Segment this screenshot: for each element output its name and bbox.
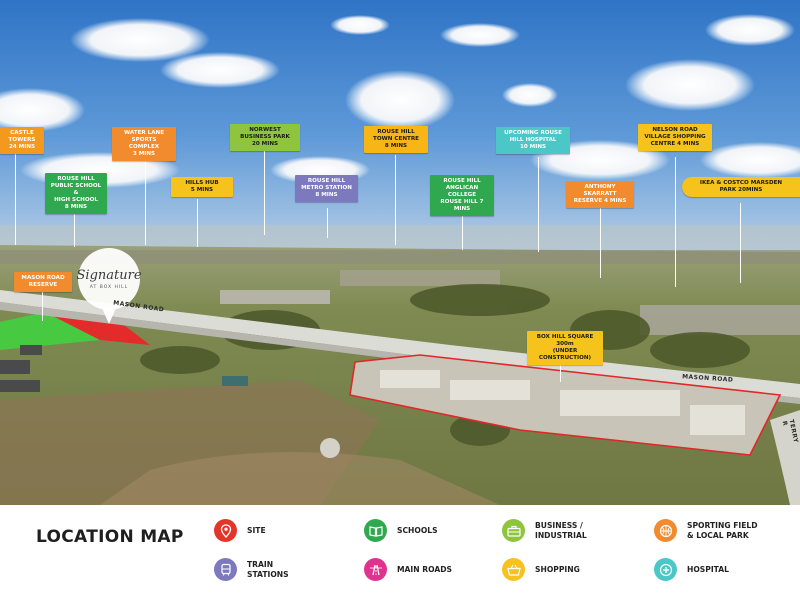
map-pin-icon: [214, 519, 237, 542]
legend-title: LOCATION MAP: [36, 527, 184, 547]
clouds: [0, 14, 800, 188]
callout-box-hill-square: BOX HILL SQUARE 300m(UNDER CONSTRUCTION): [527, 331, 603, 365]
basket-icon: [502, 558, 525, 581]
legend-item-hospital: HOSPITAL: [654, 558, 729, 581]
legend-label-schools: SCHOOLS: [397, 525, 438, 535]
legend-item-shopping: SHOPPING: [502, 558, 580, 581]
leader-line: [740, 203, 741, 283]
legend-label-sporting: SPORTING FIELD& LOCAL PARK: [687, 521, 758, 540]
hospital-icon: [654, 558, 677, 581]
signature-logo: Signature AT BOX HILL: [76, 248, 142, 324]
leader-line: [538, 157, 539, 252]
leader-line: [675, 157, 676, 287]
leader-line: [197, 199, 198, 247]
leader-line: [15, 150, 16, 245]
legend-item-schools: SCHOOLS: [364, 519, 438, 542]
ball-icon: [654, 519, 677, 542]
road-icon: [364, 558, 387, 581]
legend-label-business: BUSINESS /INDUSTRIAL: [535, 521, 587, 540]
logo-script: Signature: [76, 268, 142, 283]
legend-item-roads: MAIN ROADS: [364, 558, 452, 581]
legend-item-business: BUSINESS /INDUSTRIAL: [502, 519, 587, 542]
leader-line: [264, 150, 265, 235]
leader-line: [600, 208, 601, 278]
legend-label-roads: MAIN ROADS: [397, 564, 453, 574]
aerial-landscape: [0, 0, 800, 505]
logo-sub: AT BOX HILL: [89, 285, 129, 290]
legend: LOCATION MAP SITE SCHOOLS BUSINESS /INDU…: [0, 505, 800, 600]
leader-line: [74, 207, 75, 247]
briefcase-icon: [502, 519, 525, 542]
legend-label-hospital: HOSPITAL: [687, 564, 729, 574]
leader-line: [560, 352, 561, 382]
leader-line: [327, 208, 328, 238]
leader-line: [395, 155, 396, 245]
leader-line: [462, 205, 463, 250]
leader-line: [145, 157, 146, 245]
legend-label-site: SITE: [247, 525, 266, 535]
train-icon: [214, 558, 237, 581]
legend-label-shopping: SHOPPING: [535, 564, 580, 574]
legend-item-sporting: SPORTING FIELD& LOCAL PARK: [654, 519, 758, 542]
leader-line: [42, 291, 43, 321]
legend-item-site: SITE: [214, 519, 266, 542]
book-icon: [364, 519, 387, 542]
